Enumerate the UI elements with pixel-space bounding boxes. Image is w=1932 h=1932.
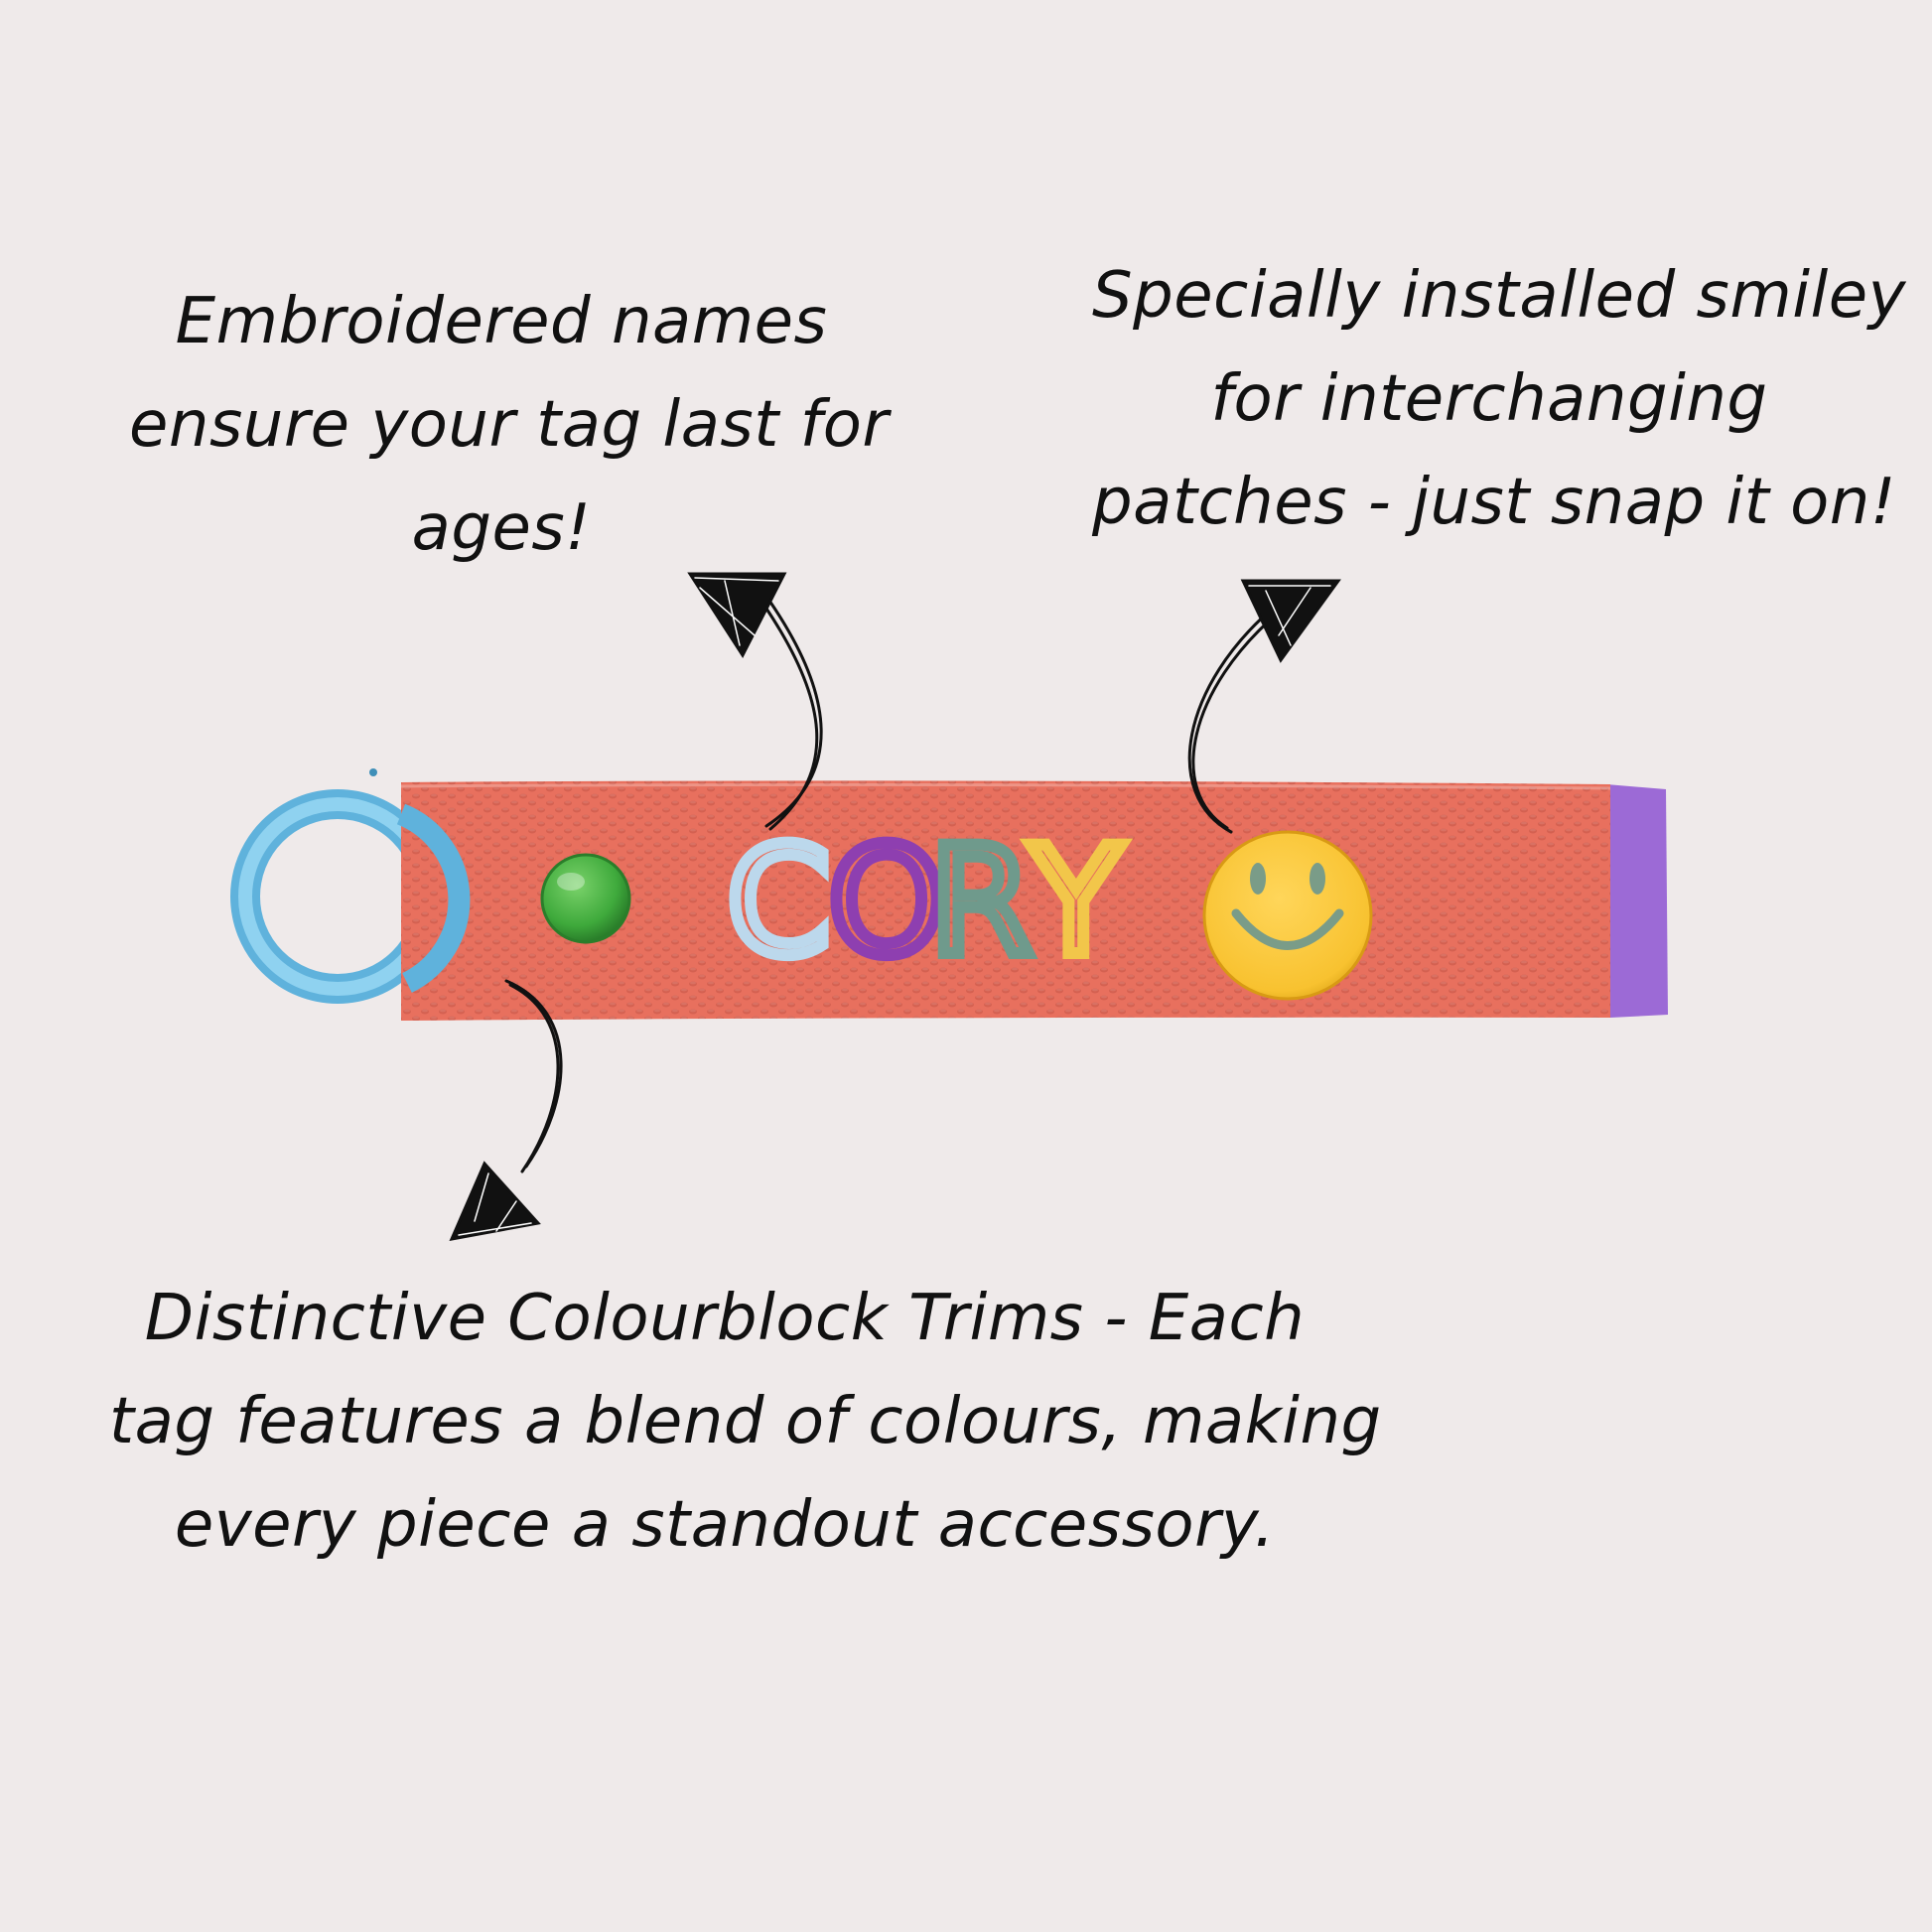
arrow-to-name [687,572,823,831]
colourblock-trim [1606,784,1668,1018]
smiley-mouth [1231,908,1344,950]
callout-embroidered-names: Embroidered names ensure your tag last f… [129,270,890,580]
callout-line: ages! [411,491,592,565]
callout-line: Distinctive Colourblock Trims - Each [144,1282,1306,1355]
smiley-left-eye [1250,863,1266,895]
smiley-right-eye [1310,863,1325,895]
smiley-patch [1202,830,1373,1001]
name-letter: C [727,816,831,989]
callout-line: Embroidered names [175,285,828,358]
callout-line: for interchanging [1210,362,1768,436]
name-letter: Y [1030,816,1122,989]
callout-line: tag features a blend of colours, making [109,1385,1382,1458]
name-letter: R [929,816,1033,989]
arrow-to-trims [449,979,563,1241]
callout-smiley-patch: Specially installed smiley for interchan… [1092,244,1906,554]
callout-line: Specially installed smiley [1092,259,1906,333]
callout-line: every piece a standout accessory. [174,1488,1276,1562]
callout-line: ensure your tag last for [129,388,890,462]
arrow-to-smiley [1187,579,1341,834]
snap-button [540,853,631,944]
key-ring-front [396,803,471,993]
callout-line: patches - just snap it on! [1092,466,1896,539]
callout-colourblock-trims: Distinctive Colourblock Trims - Each tag… [109,1267,1382,1577]
name-letter: O [828,816,945,989]
